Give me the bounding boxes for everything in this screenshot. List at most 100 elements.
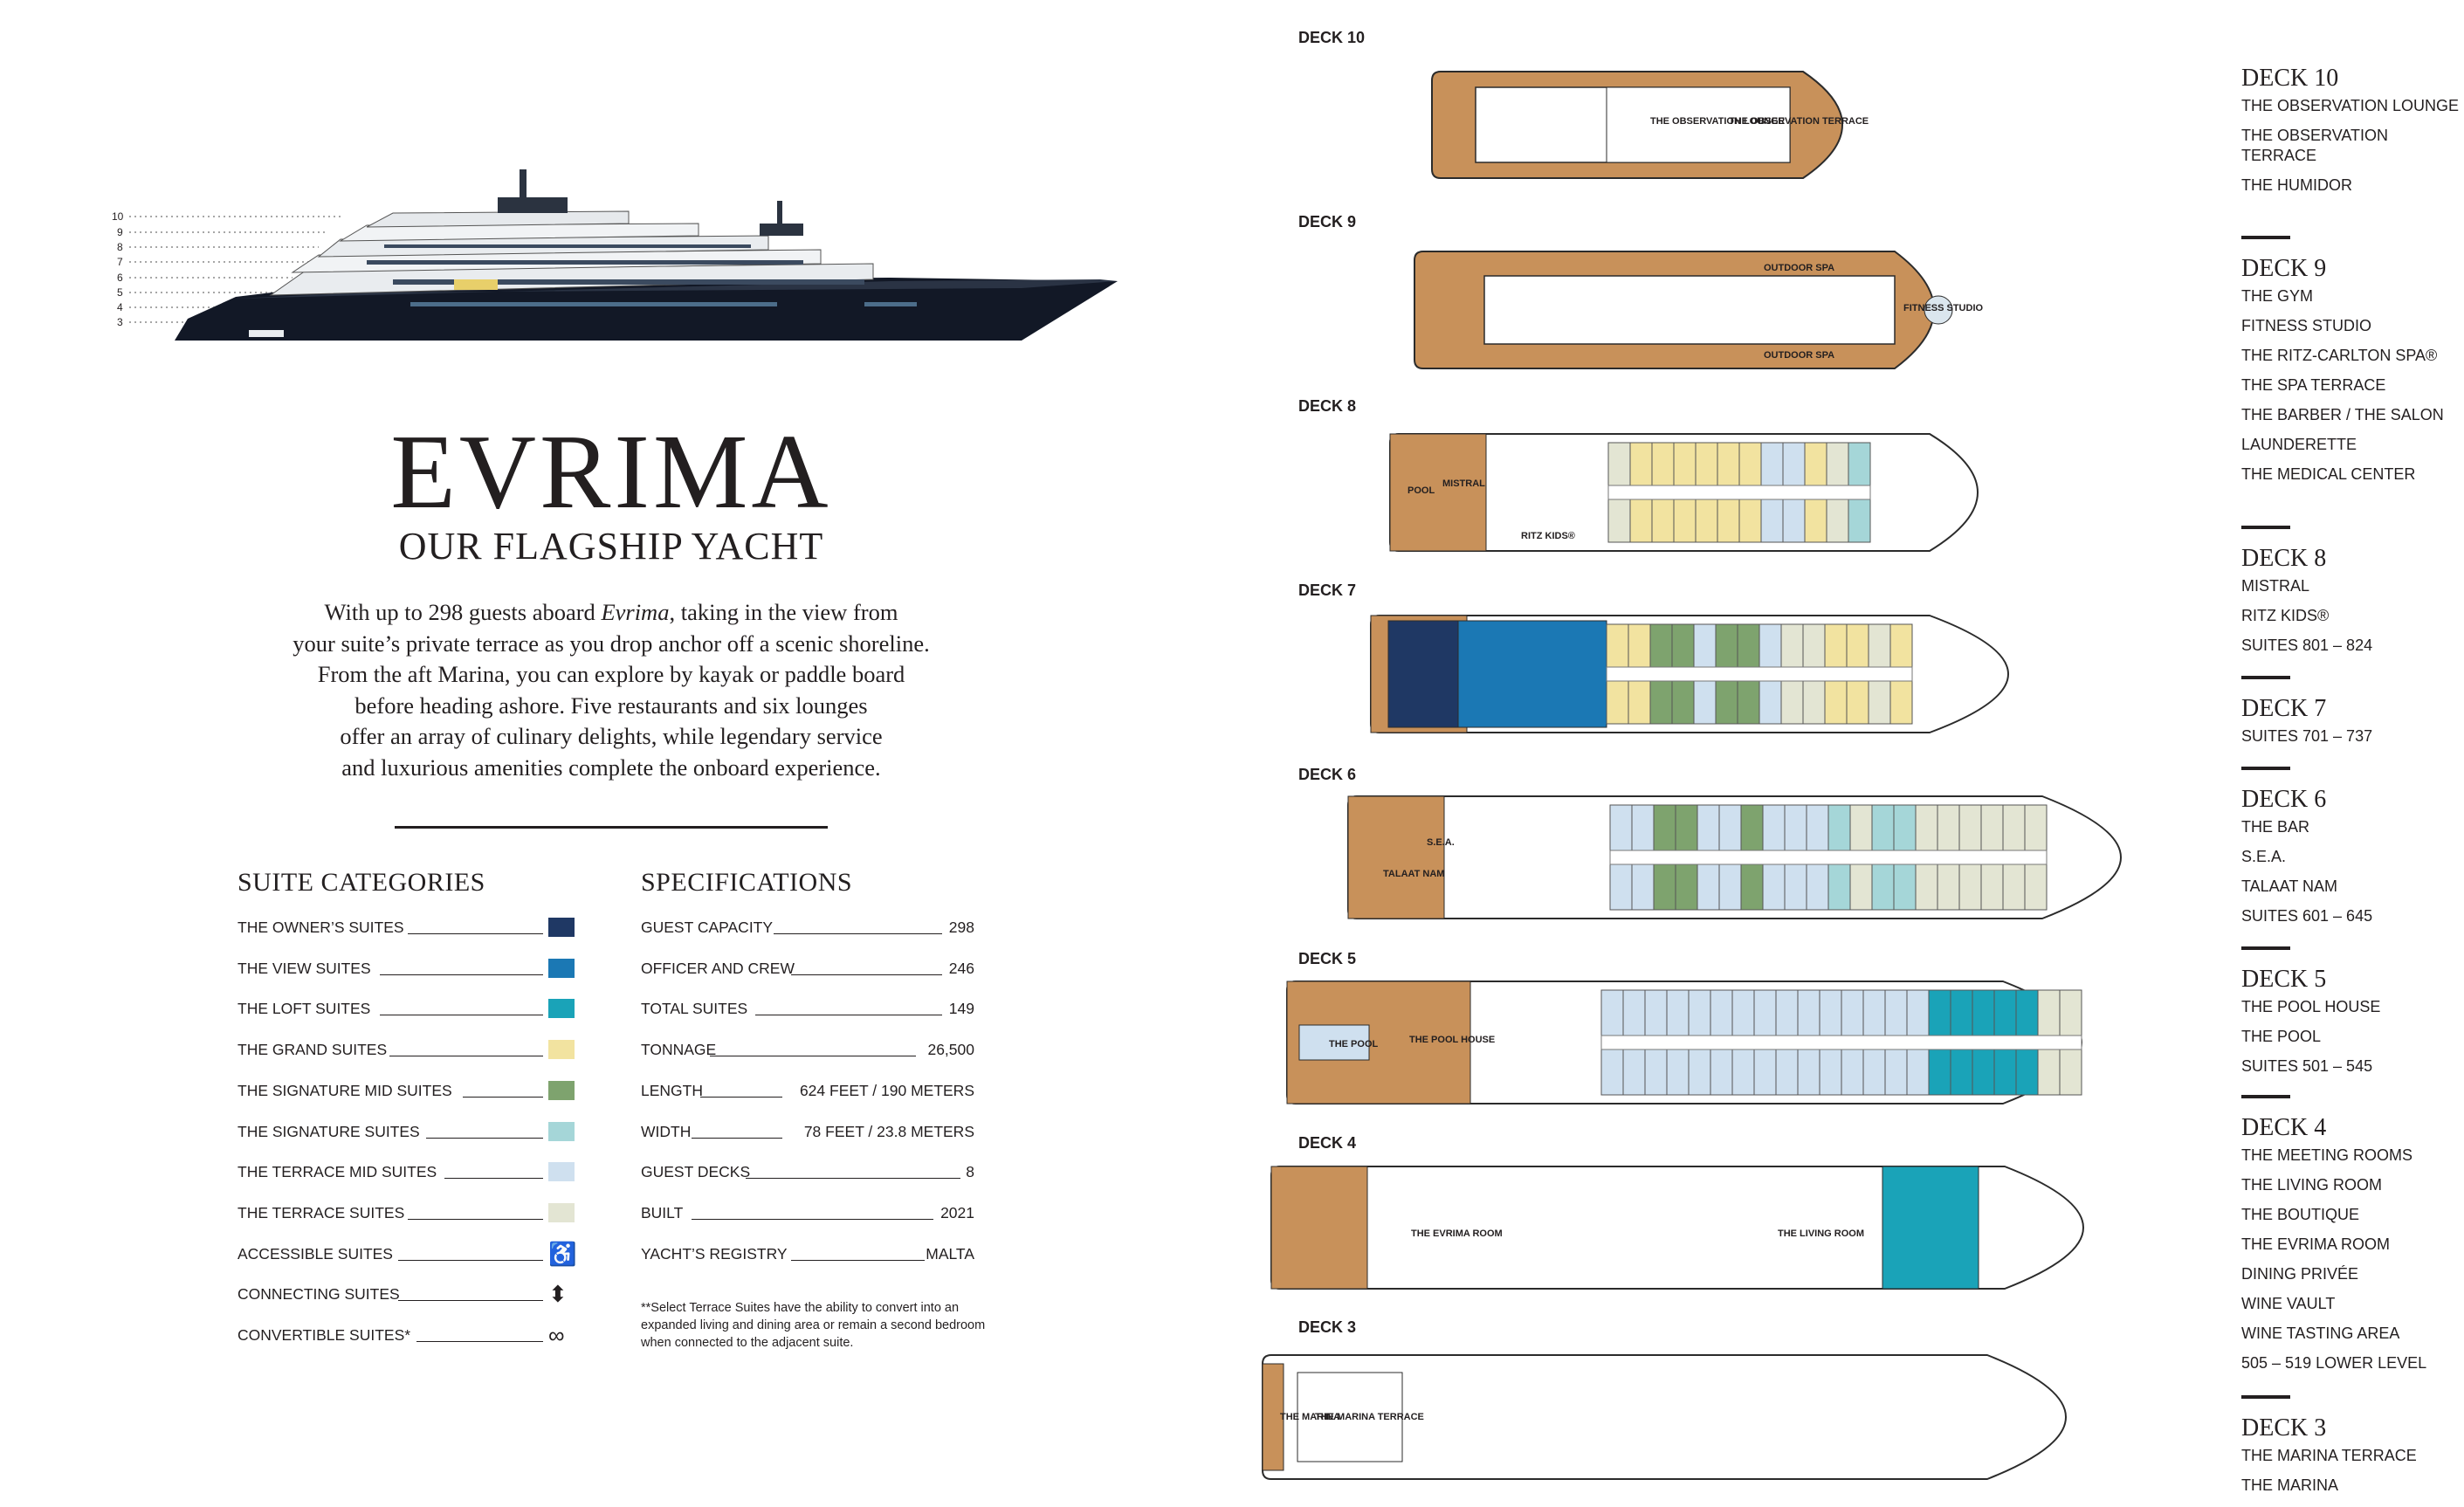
suite-cabin — [1644, 989, 1668, 1036]
intro-paragraph: With up to 298 guests aboard Evrima, tak… — [253, 597, 969, 783]
deck-legend-item: THE POOL HOUSE — [2241, 998, 2381, 1015]
suite-category-row: CONNECTING SUITES — [237, 1283, 543, 1304]
deck-legend-item: MISTRAL — [2241, 577, 2310, 595]
deck-legend-heading: DECK 7 — [2241, 695, 2327, 722]
page-subtitle: OUR FLAGSHIP YACHT — [398, 525, 824, 568]
suite-color-swatch — [548, 958, 575, 978]
suite-cabin — [1889, 623, 1913, 668]
lounge-room — [1606, 86, 1791, 163]
suite-cabin — [1731, 1049, 1755, 1096]
suite-category-row: THE OWNER’S SUITES — [237, 917, 543, 938]
aft-deck-area — [1347, 795, 1445, 919]
venue-label: THE MARINA TERRACE — [1315, 1412, 1424, 1422]
suite-cabin — [1980, 864, 2004, 911]
suite-cabin — [1718, 864, 1742, 911]
suite-cabin — [1644, 1049, 1668, 1096]
deck-legend-item: THE MEDICAL CENTER — [2241, 465, 2416, 483]
suite-category-label: THE LOFT SUITES — [237, 1000, 371, 1018]
ship-level-label: 9 — [117, 226, 123, 238]
deck-plan-drawing — [1370, 615, 2087, 733]
spec-label: BUILT — [641, 1203, 684, 1221]
suite-cabin — [1715, 680, 1738, 725]
suite-cabin — [1893, 864, 1917, 911]
deck-legend-item: THE LIVING ROOM — [2241, 1176, 2383, 1194]
venue-label: RITZ KIDS® — [1521, 531, 1575, 541]
suite-cabin — [1806, 804, 1829, 851]
venue-label: THE MARINA — [1280, 1412, 1340, 1422]
suite-cabin — [1628, 623, 1651, 668]
suite-cabin — [1629, 499, 1653, 543]
suite-color-swatch — [548, 999, 575, 1019]
suite-cabin — [1673, 442, 1697, 486]
suite-cabin — [1862, 989, 1886, 1036]
suite-category-row: THE GRAND SUITES — [237, 1039, 543, 1060]
suite-cabin — [1760, 442, 1784, 486]
deck-legend-item: SUITES 601 – 645 — [2241, 907, 2373, 925]
venue-label: THE OBSERVATION LOUNGE — [1650, 116, 1785, 127]
spec-label: GUEST CAPACITY — [641, 919, 774, 936]
suite-cabin — [1629, 442, 1653, 486]
pool-shape — [1298, 1024, 1370, 1061]
suite-cabin — [1993, 989, 2017, 1036]
view-suite-block — [1457, 620, 1607, 728]
deck-legend-item: SUITES 501 – 545 — [2241, 1057, 2373, 1075]
deck-legend-divider — [2241, 1395, 2290, 1399]
suite-color-swatch — [548, 1121, 575, 1141]
suite-cabin — [1607, 499, 1631, 543]
suite-color-swatch — [548, 1080, 575, 1100]
suite-color-swatch — [548, 1040, 575, 1060]
suite-cabin — [1849, 864, 1873, 911]
suite-cabin — [1693, 680, 1717, 725]
suite-cabin — [1868, 680, 1891, 725]
venue-label: OUTDOOR SPA — [1764, 263, 1834, 273]
ship-level-label: 5 — [117, 286, 123, 299]
deck-plan-svg: S.E.A.TALAAT NAM — [1347, 795, 2122, 919]
deck-hull-outline — [1262, 1354, 2067, 1480]
deck-legend-heading: DECK 3 — [2241, 1414, 2327, 1442]
suite-cabin — [1753, 989, 1777, 1036]
suite-cabin — [1993, 1049, 2017, 1096]
deck-legend-item: THE SPA TERRACE — [2241, 376, 2386, 394]
suite-cabin — [1653, 804, 1676, 851]
deck-legend-heading: DECK 6 — [2241, 786, 2327, 813]
leader-line — [398, 1300, 543, 1302]
leader-line — [444, 1178, 543, 1180]
suite-cabin — [1631, 804, 1655, 851]
suite-cabin — [2059, 1049, 2082, 1096]
deck-plan-drawing: S.E.A.TALAAT NAM — [1347, 795, 2199, 919]
deck-legend-item: THE MARINA — [2241, 1476, 2339, 1494]
suite-cabin — [1928, 1049, 1951, 1096]
suite-cabin — [1600, 989, 1624, 1036]
deck-legend-item: THE RITZ-CARLTON SPA® — [2241, 347, 2438, 364]
suite-cabin — [1737, 680, 1760, 725]
suite-cabin — [1622, 989, 1646, 1036]
deck-interior — [1483, 275, 1896, 345]
spec-label: YACHT’S REGISTRY — [641, 1244, 788, 1263]
ship-profile-illustration: 10 9 8 7 6 5 4 3 — [105, 148, 1135, 358]
deck-legend-item: THE POOL — [2241, 1028, 2322, 1045]
suite-cabin — [1824, 623, 1848, 668]
suite-cabin — [1600, 1049, 1624, 1096]
venue-label: THE EVRIMA ROOM — [1411, 1228, 1503, 1239]
intro-line: and luxurious amenities complete the onb… — [341, 754, 881, 781]
suite-cabin — [2015, 1049, 2039, 1096]
deck-legend-divider — [2241, 946, 2290, 950]
suite-cabin — [1718, 804, 1742, 851]
venue-label: THE POOL HOUSE — [1409, 1035, 1495, 1045]
suite-cabin — [1693, 623, 1717, 668]
suite-cabin — [1915, 804, 1938, 851]
deck-legend-item: THE BAR — [2241, 818, 2310, 836]
suite-cabin — [1928, 989, 1951, 1036]
deck-legend-item: WINE TASTING AREA — [2241, 1325, 2400, 1342]
deck-legend-item: THE MARINA TERRACE — [2241, 1447, 2417, 1464]
deck-plan-label: DECK 7 — [1298, 581, 1357, 599]
deck-legend-item: TALAAT NAM — [2241, 877, 2338, 895]
section-divider — [395, 826, 828, 829]
suite-cabin — [1675, 804, 1698, 851]
